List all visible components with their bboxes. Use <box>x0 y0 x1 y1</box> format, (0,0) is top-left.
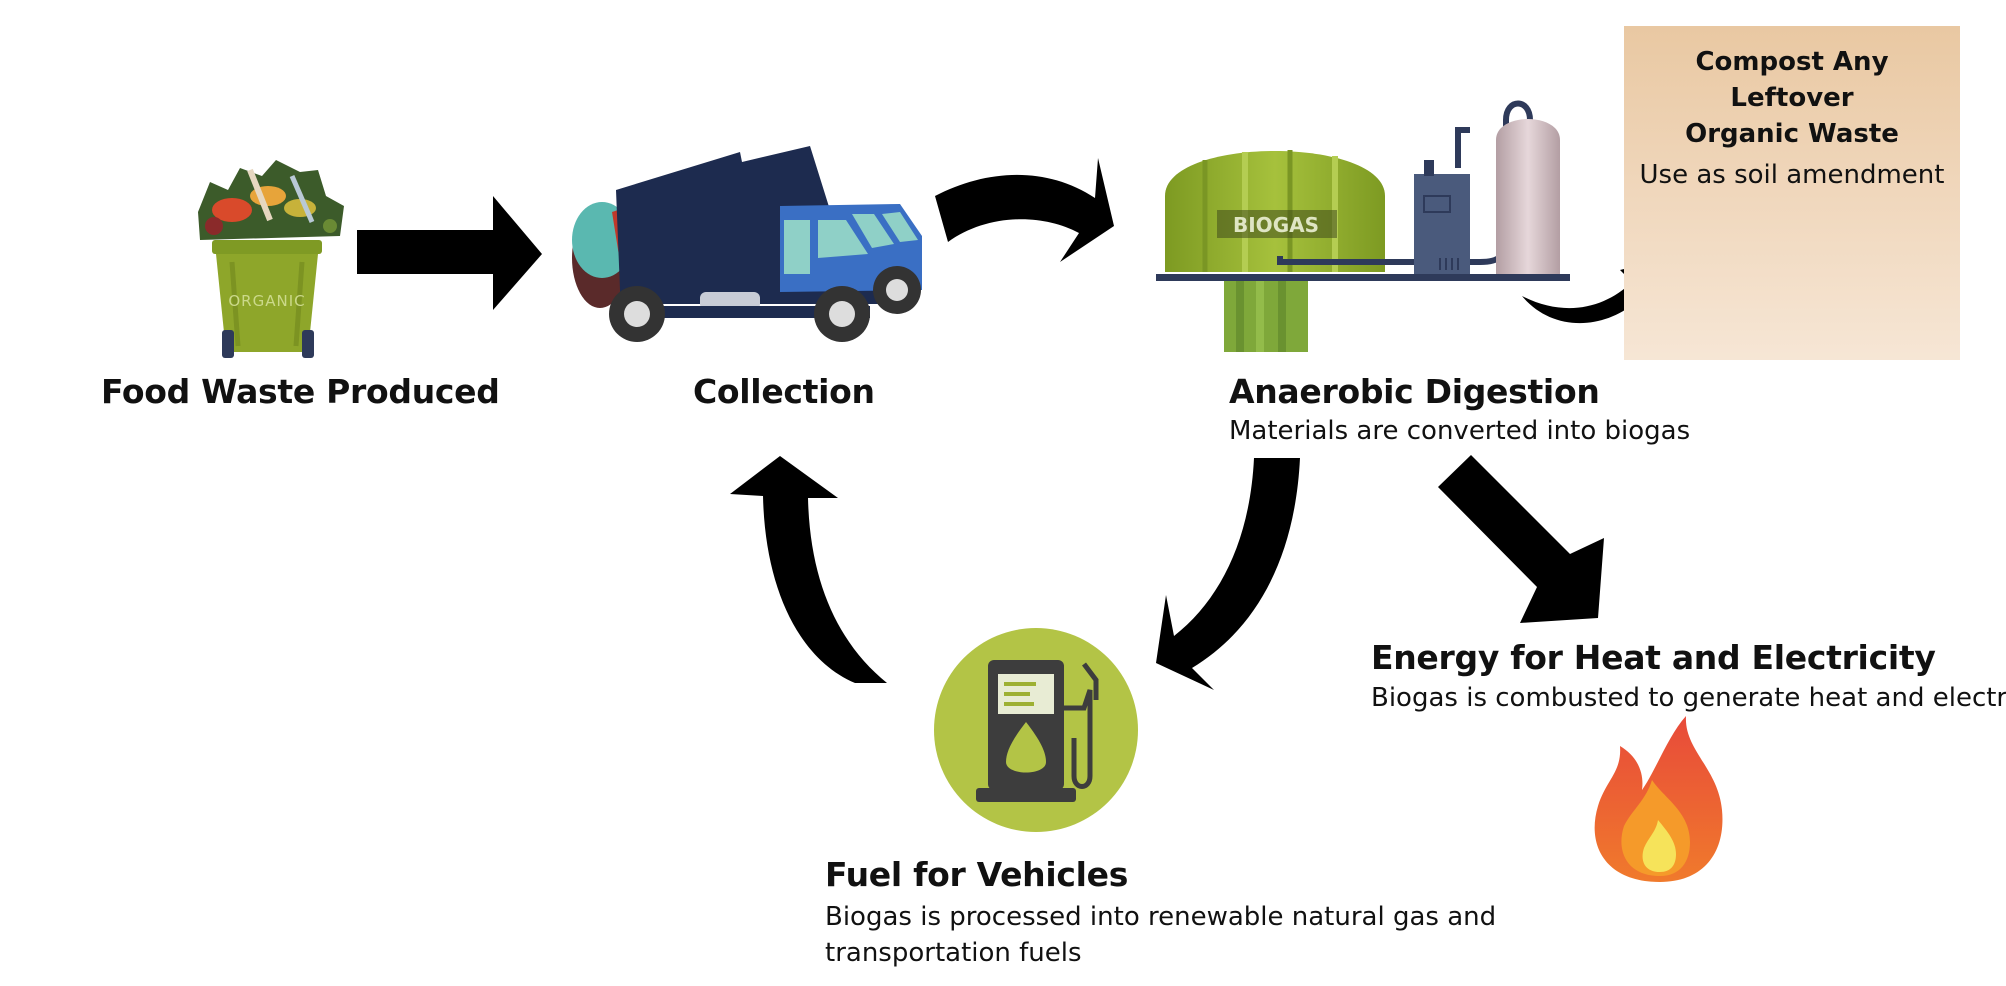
arrow-fuel-to-collection <box>730 456 887 683</box>
arrow-collection-to-digestion <box>935 158 1114 262</box>
biogas-digester-icon: BIOGAS <box>1156 100 1570 352</box>
organic-bin-icon: ORGANIC <box>198 160 344 358</box>
node-desc-fuel-line1: Biogas is processed into renewable natur… <box>825 902 1497 932</box>
bin-label: ORGANIC <box>228 292 305 310</box>
node-title-food-waste: Food Waste Produced <box>101 372 500 411</box>
digester-label: BIOGAS <box>1233 213 1319 237</box>
garbage-truck-icon <box>572 146 922 342</box>
arrow-digestion-to-fuel <box>1156 458 1300 690</box>
fuel-pump-icon <box>934 628 1138 832</box>
node-desc-energy: Biogas is combusted to generate heat and… <box>1371 683 2006 713</box>
node-title-energy: Energy for Heat and Electricity <box>1371 638 1936 677</box>
node-title-fuel: Fuel for Vehicles <box>825 855 1129 894</box>
arrow-food-to-collection <box>357 196 542 310</box>
arrow-digestion-to-energy <box>1438 455 1604 623</box>
compost-box: Compost Any Leftover Organic Waste Use a… <box>1624 26 1960 360</box>
compost-title-line2: Organic Waste <box>1685 119 1899 149</box>
compost-subtitle: Use as soil amendment <box>1639 160 1945 190</box>
node-desc-fuel-line2: transportation fuels <box>825 938 1082 968</box>
arrow-digestion-to-compost <box>1522 262 1652 324</box>
node-title-anaerobic-digestion: Anaerobic Digestion <box>1229 372 1600 411</box>
node-desc-anaerobic-digestion: Materials are converted into biogas <box>1229 416 1691 446</box>
flame-icon <box>1594 716 1723 882</box>
compost-title: Compost Any Leftover Organic Waste <box>1624 44 1960 152</box>
node-title-collection: Collection <box>693 372 875 411</box>
compost-title-line1: Compost Any Leftover <box>1695 47 1889 113</box>
